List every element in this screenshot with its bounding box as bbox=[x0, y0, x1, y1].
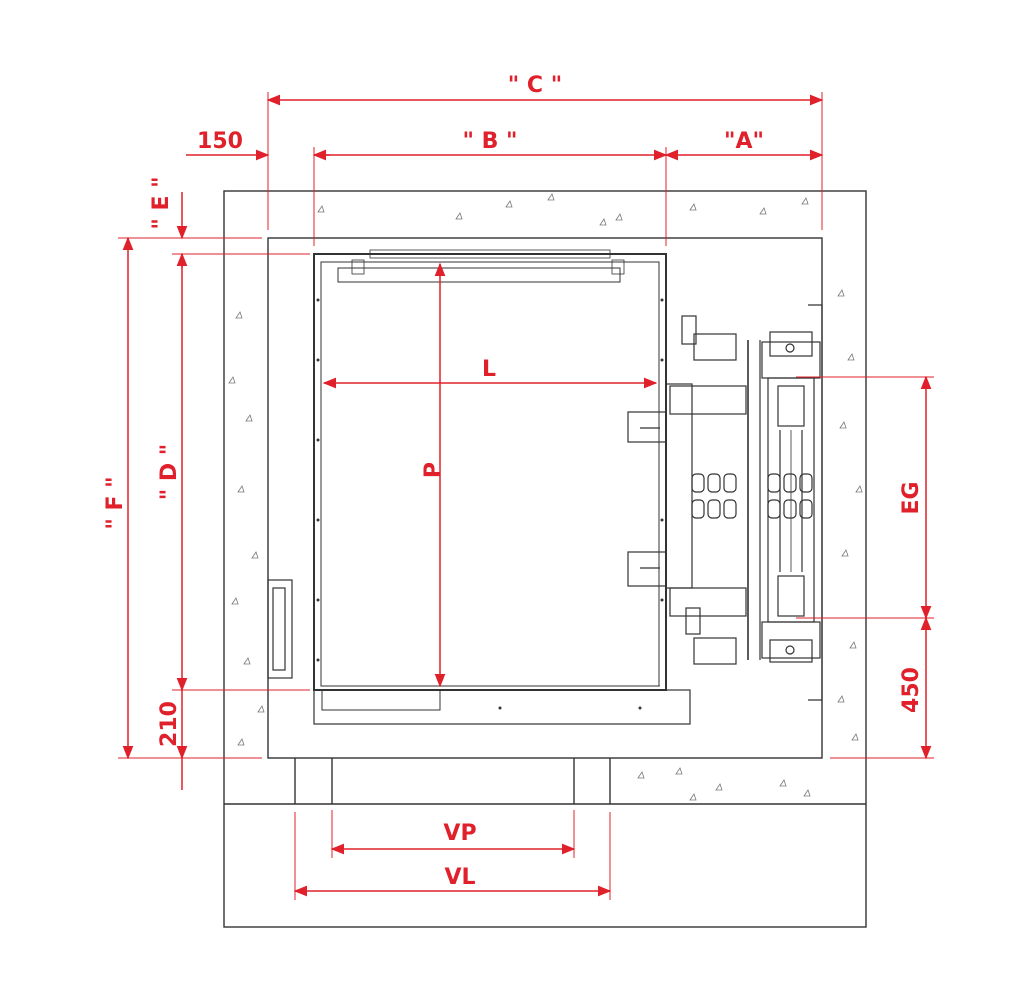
dimension-l-label: L bbox=[482, 357, 496, 382]
dimension-b-label: " B " bbox=[462, 129, 517, 154]
dimension-450-label: 450 bbox=[899, 667, 924, 713]
car-frame bbox=[627, 315, 813, 665]
dimension-lines bbox=[118, 92, 934, 900]
elevator-cabin bbox=[313, 249, 691, 725]
dimension-150-label: 150 bbox=[197, 129, 243, 154]
door-pocket bbox=[267, 579, 293, 679]
buffer-springs bbox=[691, 473, 813, 519]
guide-rail-assembly bbox=[761, 331, 821, 663]
dimension-vl-label: VL bbox=[444, 865, 475, 890]
dimension-vp-label: VP bbox=[443, 821, 476, 846]
concrete-hatching bbox=[228, 193, 863, 801]
dimension-c-label: " C " bbox=[508, 73, 562, 98]
dimension-d-label: " D " bbox=[157, 444, 182, 501]
guide-rail-niche bbox=[808, 304, 823, 701]
dimension-a-label: "A" bbox=[724, 129, 764, 154]
dimension-e-label: " E " bbox=[149, 176, 174, 229]
shaft-walls bbox=[223, 190, 867, 928]
dimension-f-label: " F " bbox=[103, 476, 128, 529]
shaft-outer-wall bbox=[223, 190, 867, 928]
dimension-p-label: P bbox=[421, 462, 446, 478]
dimension-eg-label: EG bbox=[899, 481, 924, 514]
shaft-inner-wall bbox=[267, 237, 823, 759]
dimension-210-label: 210 bbox=[157, 701, 182, 747]
